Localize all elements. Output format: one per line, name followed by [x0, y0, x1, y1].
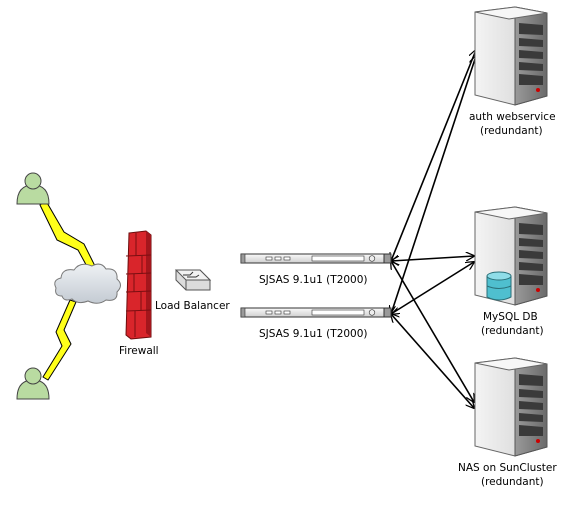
rack-server-icon [240, 253, 392, 264]
user-icon [16, 172, 50, 205]
arrow-sjsas2-mysql [391, 262, 474, 314]
load-balancer-label: Load Balancer [155, 300, 230, 312]
arrow-sjsas2-nas [391, 314, 474, 408]
firewall-label: Firewall [119, 345, 159, 357]
arrow-sjsas1-auth [391, 50, 476, 261]
lightning-icon [39, 200, 98, 273]
mysql-label-line1: MySQL DB [483, 311, 538, 323]
tower-server-icon [474, 357, 548, 457]
nas-label-line1: NAS on SunCluster [458, 462, 557, 474]
sjsas-2-label: SJSAS 9.1u1 (T2000) [259, 328, 368, 340]
cloud-icon [54, 263, 121, 304]
connection-arrows [391, 50, 476, 408]
tower-server-icon [474, 6, 548, 106]
nas-label-line2: (redundant) [481, 476, 544, 488]
arrow-sjsas1-nas [391, 261, 474, 402]
rack-server-icon [240, 307, 392, 318]
user-icon [16, 367, 50, 400]
auth-label-line1: auth webservice [469, 111, 556, 123]
database-icon [486, 271, 512, 301]
lightning-icon [42, 299, 77, 381]
auth-label-line2: (redundant) [480, 125, 543, 137]
sjsas-1-label: SJSAS 9.1u1 (T2000) [259, 274, 368, 286]
firewall-icon [125, 230, 152, 340]
arrow-sjsas1-mysql [391, 256, 474, 261]
mysql-label-line2: (redundant) [481, 325, 544, 337]
load-balancer-icon [174, 269, 212, 291]
arrow-sjsas2-auth [391, 56, 476, 314]
